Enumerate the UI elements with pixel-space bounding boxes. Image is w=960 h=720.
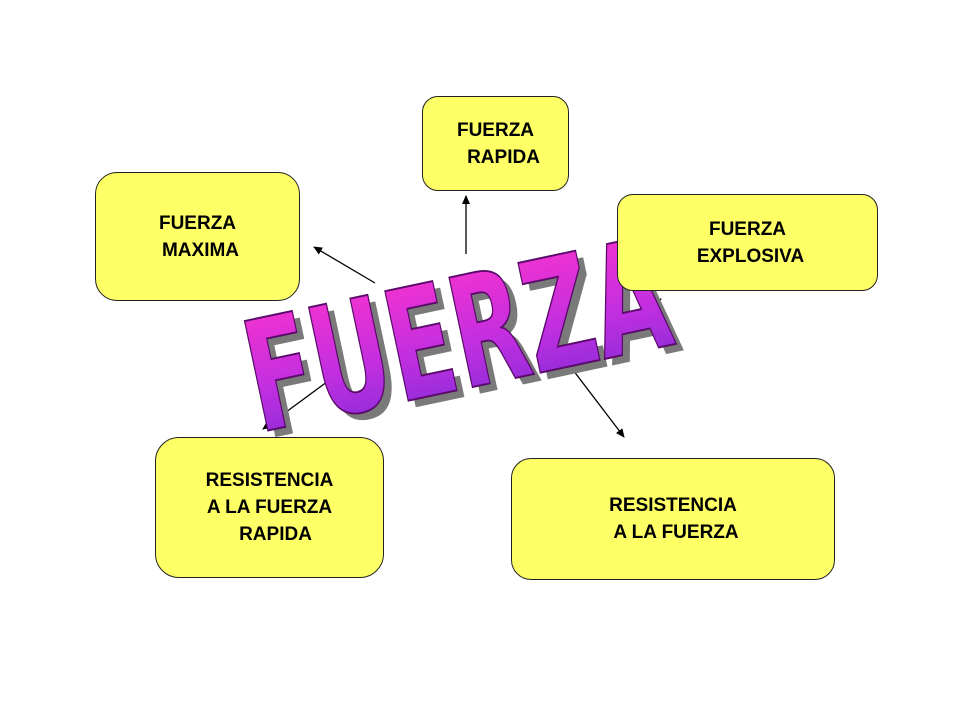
- arrow-to-resistencia-fuerza-rapida: [262, 375, 336, 430]
- node-label-line: MAXIMA: [161, 239, 240, 261]
- node-label-line: FUERZA: [708, 218, 787, 240]
- node-label-line: RESISTENCIA: [205, 470, 334, 491]
- node-fuerza-maxima[interactable]: FUERZA MAXIMA: [95, 172, 300, 301]
- arrow-to-fuerza-explosiva: [609, 298, 662, 331]
- node-label-line: EXPLOSIVA: [696, 245, 805, 267]
- node-label-line: RESISTENCIA: [609, 495, 737, 516]
- node-label-line: FUERZA: [456, 119, 535, 141]
- arrow-to-resistencia-fuerza: [572, 369, 625, 438]
- node-label-line: RAPIDA: [467, 146, 540, 168]
- node-label-line: A LA FUERZA: [206, 497, 333, 518]
- node-fuerza-rapida[interactable]: FUERZA RAPIDA: [422, 96, 569, 191]
- node-label-line: FUERZA: [158, 212, 237, 234]
- node-label-line: RAPIDA: [239, 524, 312, 545]
- node-resistencia-fuerza[interactable]: RESISTENCIA A LA FUERZA: [511, 458, 835, 580]
- node-resistencia-fuerza-rapida[interactable]: RESISTENCIA A LA FUERZA RAPIDA: [155, 437, 384, 578]
- node-fuerza-explosiva[interactable]: FUERZA EXPLOSIVA: [617, 194, 878, 291]
- node-label-line: A LA FUERZA: [613, 522, 739, 543]
- arrow-to-fuerza-maxima: [313, 246, 376, 284]
